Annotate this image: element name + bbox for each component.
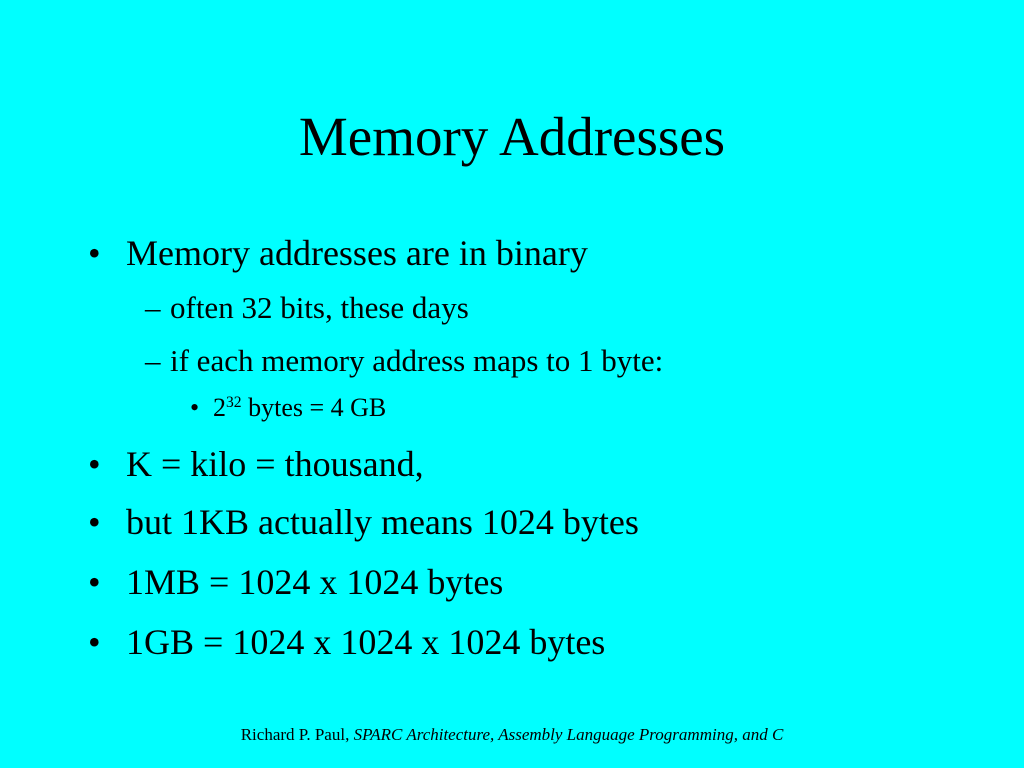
slide-title: Memory Addresses: [298, 106, 726, 167]
bullet-text: Memory addresses are in binary: [126, 233, 588, 273]
bullet-marker: •: [88, 444, 101, 484]
bullet-text: 1MB = 1024 x 1024 bytes: [126, 562, 504, 602]
bullet-marker: •: [88, 622, 101, 662]
sub-bullet-text: if each memory address maps to 1 byte:: [170, 343, 664, 378]
footer-book-title: SPARC Architecture, Assembly Language Pr…: [353, 725, 784, 744]
power-exponent: 32: [226, 394, 242, 412]
bullet-text: but 1KB actually means 1024 bytes: [126, 502, 639, 542]
power-rest: bytes = 4 GB: [241, 393, 387, 422]
bullet-marker: •: [88, 233, 101, 273]
bullet-text: K = kilo = thousand,: [126, 444, 424, 484]
sub-sub-bullet-text: 232 bytes = 4 GB: [213, 393, 386, 427]
sub-bullet-text: often 32 bits, these days: [170, 290, 469, 325]
sub-sub-bullet-marker: •: [190, 393, 200, 422]
bullet-marker: •: [88, 562, 101, 602]
sub-bullet-marker: –: [145, 290, 161, 325]
bullet-text: 1GB = 1024 x 1024 x 1024 bytes: [126, 622, 606, 662]
footer-author: Richard P. Paul,: [240, 725, 354, 744]
slide-footer: Richard P. Paul, SPARC Architecture, Ass…: [0, 724, 1024, 746]
bullet-marker: •: [88, 502, 101, 542]
power-base: 2: [213, 393, 226, 422]
sub-bullet-marker: –: [145, 343, 161, 378]
